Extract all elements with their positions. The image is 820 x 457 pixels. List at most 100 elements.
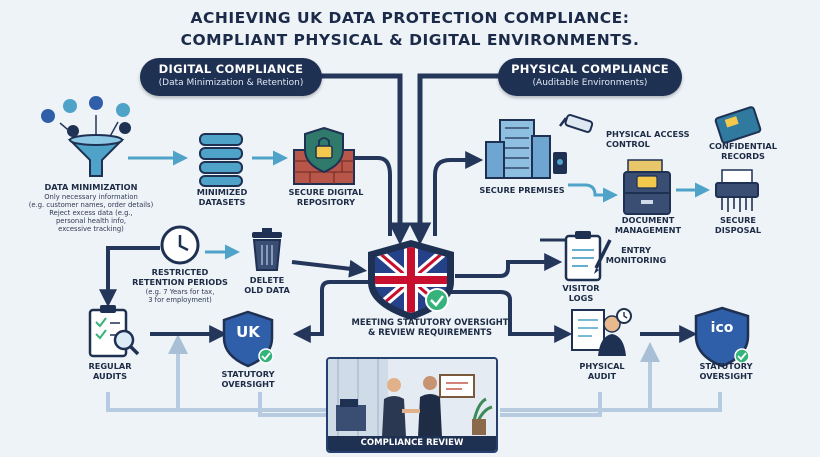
- physical-audit-icon: [571, 308, 632, 356]
- secure-repository-line-1: SECURE DIGITAL: [288, 187, 364, 197]
- center-uk-flag-shield-icon: [368, 240, 454, 320]
- confidential-records-line-2: RECORDS: [721, 150, 765, 161]
- return-arrow-ico: [500, 392, 722, 412]
- repository-icon: [293, 126, 355, 185]
- minimized-datasets-label: MINIMIZED DATASETS: [186, 187, 258, 207]
- clock-icon: [160, 225, 200, 265]
- data-minimization-note-2: (e.g. customer names, order details): [28, 201, 154, 209]
- datasets-icon: [199, 133, 243, 187]
- shredder-icon: [715, 169, 759, 212]
- secure-disposal-label: SECURE DISPOSAL: [702, 215, 774, 235]
- arrow-premises-to-document: [568, 183, 618, 203]
- arrow-center-to-premises: [433, 151, 484, 236]
- physical-compliance-header: PHYSICAL COMPLIANCE (Auditable Environme…: [498, 58, 682, 96]
- retention-notes: (e.g. 7 Years for tax, 3 for employment): [124, 288, 236, 304]
- keycard-icon: [714, 106, 762, 144]
- clipboard-magnifier-icon: [88, 305, 140, 358]
- physical-compliance-heading: PHYSICAL COMPLIANCE: [511, 62, 669, 76]
- visitor-logs-label: VISITOR LOGS: [548, 283, 614, 303]
- retention-label: RESTRICTED RETENTION PERIODS: [124, 267, 236, 287]
- document-management-label: DOCUMENT MANAGEMENT: [606, 215, 690, 235]
- visitor-logs-line-2: LOGS: [568, 292, 594, 303]
- data-minimization-label: DATA MINIMIZATION: [44, 182, 138, 192]
- retention-line-1: RESTRICTED: [151, 267, 209, 277]
- meeting-scene: [328, 359, 496, 451]
- cctv-camera-icon: [559, 114, 594, 133]
- access-control-label: PHYSICAL ACCESS CONTROL: [606, 129, 690, 149]
- arrow-retention-to-audits: [99, 246, 160, 308]
- arrow-center-to-oversight: [292, 280, 372, 343]
- secure-premises-label: SECURE PREMISES: [479, 185, 565, 195]
- file-cabinet-icon: [623, 159, 671, 215]
- data-minimization-note-4: personal health info,: [55, 217, 127, 225]
- title-line-1: ACHIEVING UK DATA PROTECTION COMPLIANCE:: [190, 9, 630, 27]
- entry-monitoring-line-2: MONITORING: [605, 254, 667, 265]
- confidential-records-label: CONFIDENTIAL RECORDS: [700, 141, 786, 161]
- regular-audits-line-2: AUDITS: [92, 370, 128, 381]
- physical-oversight-line-1: STATUTORY: [699, 361, 753, 371]
- title-line-2: COMPLIANT PHYSICAL & DIGITAL ENVIRONMENT…: [180, 31, 640, 49]
- arrow-repository-to-center: [353, 156, 392, 236]
- compliance-review-illustration: COMPLIANCE REVIEW: [326, 357, 498, 453]
- delete-label: DELETE OLD DATA: [232, 275, 302, 295]
- secure-repository-label: SECURE DIGITAL REPOSITORY: [278, 187, 374, 207]
- building-icon: [485, 119, 567, 179]
- data-minimization-notes: Only necessary information (e.g. custome…: [16, 193, 166, 233]
- minimized-datasets-line-1: MINIMIZED: [196, 187, 248, 197]
- physical-oversight-label: STATUTORY OVERSIGHT: [686, 361, 766, 381]
- physical-compliance-subheading: (Auditable Environments): [532, 78, 648, 88]
- data-minimization-note-1: Only necessary information: [44, 193, 138, 201]
- delete-line-2: OLD DATA: [244, 284, 290, 295]
- entry-monitoring-line-1: ENTRY: [621, 245, 651, 255]
- physical-oversight-line-2: OVERSIGHT: [699, 370, 753, 381]
- arrow-delete-to-center: [291, 259, 368, 278]
- trash-icon: [252, 228, 282, 271]
- confidential-records-line-1: CONFIDENTIAL: [709, 141, 777, 151]
- retention-line-2: RETENTION PERIODS: [132, 276, 228, 287]
- center-caption-line-1: MEETING STATUTORY OVERSIGHT: [351, 317, 509, 327]
- return-arrow-audits: [106, 392, 326, 412]
- uk-shield-icon: [222, 310, 274, 368]
- digital-oversight-line-1: STATUTORY: [221, 369, 275, 379]
- arrow-digital-to-center: [320, 73, 412, 245]
- delete-line-1: DELETE: [249, 275, 285, 285]
- digital-oversight-line-2: OVERSIGHT: [221, 378, 275, 389]
- uk-badge-text: UK: [236, 323, 260, 341]
- digital-oversight-label: STATUTORY OVERSIGHT: [208, 369, 288, 389]
- document-management-line-2: MANAGEMENT: [614, 224, 682, 235]
- secure-disposal-line-2: DISPOSAL: [714, 224, 762, 235]
- compliance-review-caption: COMPLIANCE REVIEW: [328, 436, 496, 451]
- main-arrows: [99, 73, 698, 343]
- data-minimization-note-5: excessive tracking): [58, 225, 124, 233]
- physical-audit-label: PHYSICAL AUDIT: [566, 361, 638, 381]
- retention-note-1: (e.g. 7 Years for tax,: [145, 288, 215, 296]
- arrow-physical-to-center: [408, 73, 500, 245]
- minimized-datasets-line-2: DATASETS: [198, 196, 246, 207]
- retention-note-2: 3 for employment): [148, 296, 212, 304]
- digital-compliance-heading: DIGITAL COMPLIANCE: [158, 62, 304, 76]
- arrow-center-to-audit: [450, 290, 573, 343]
- entry-monitoring-label: ENTRY MONITORING: [596, 245, 676, 265]
- center-caption: MEETING STATUTORY OVERSIGHT & REVIEW REQ…: [330, 317, 530, 337]
- document-management-line-1: DOCUMENT: [621, 215, 675, 225]
- ico-badge-text: ico: [710, 320, 734, 336]
- visitor-logs-line-1: VISITOR: [562, 283, 600, 293]
- secure-repository-line-2: REPOSITORY: [296, 196, 356, 207]
- center-caption-line-2: & REVIEW REQUIREMENTS: [367, 327, 493, 337]
- secure-disposal-line-1: SECURE: [719, 215, 757, 225]
- flow-arrows: [128, 150, 710, 260]
- ico-shield-icon: [694, 306, 750, 368]
- return-arrow-physical-audit: [500, 392, 602, 417]
- physical-audit-line-2: AUDIT: [587, 370, 617, 381]
- regular-audits-label: REGULAR AUDITS: [70, 361, 150, 381]
- data-minimization-note-3: Reject excess data (e.g.,: [49, 209, 133, 217]
- funnel-icon: [41, 96, 131, 177]
- digital-compliance-header: DIGITAL COMPLIANCE (Data Minimization & …: [140, 58, 322, 96]
- visitor-log-icon: [564, 231, 612, 282]
- physical-audit-line-1: PHYSICAL: [579, 361, 625, 371]
- arrow-center-to-visitor: [455, 253, 563, 278]
- digital-compliance-subheading: (Data Minimization & Retention): [158, 78, 304, 88]
- return-arrow-oversight: [258, 392, 326, 417]
